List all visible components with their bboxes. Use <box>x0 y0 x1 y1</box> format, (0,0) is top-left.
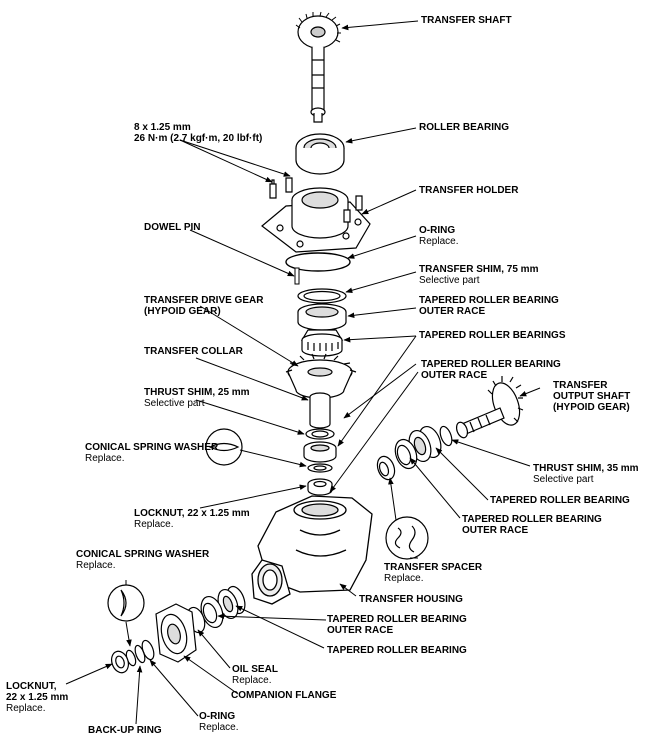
label-tapered-roller-bearing-right: TAPERED ROLLER BEARING <box>490 495 630 506</box>
label-transfer-spacer: TRANSFER SPACER Replace. <box>384 562 483 584</box>
conical-washer-detail-top <box>205 428 243 466</box>
label-locknut-bottom: LOCKNUT, 22 x 1.25 mm Replace. <box>6 681 69 714</box>
thrust-shim-35-part <box>439 425 453 447</box>
drive-gear-part <box>285 353 357 399</box>
outer-race-4-part <box>200 595 224 629</box>
o-ring-top-part <box>285 252 351 272</box>
tapered-roller-bearing-1-part <box>300 329 344 357</box>
label-transfer-shaft: TRANSFER SHAFT <box>421 15 512 26</box>
label-dowel-pin: DOWEL PIN <box>144 222 201 233</box>
label-outer-race-2: TAPERED ROLLER BEARING OUTER RACE <box>421 359 561 381</box>
label-outer-race-4: TAPERED ROLLER BEARING OUTER RACE <box>327 614 467 636</box>
label-conical-washer-top: CONICAL SPRING WASHER Replace. <box>85 442 219 464</box>
output-shaft-part <box>455 376 524 439</box>
label-transfer-shim: TRANSFER SHIM, 75 mm Selective part <box>419 264 539 286</box>
label-bolt-spec: 8 x 1.25 mm 26 N·m (2.7 kgf·m, 20 lbf·ft… <box>134 122 263 144</box>
label-conical-washer-bottom: CONICAL SPRING WASHER Replace. <box>76 549 210 571</box>
label-o-ring-top: O-RING Replace. <box>419 225 459 247</box>
backup-ring-part <box>134 644 146 664</box>
roller-bearing-part <box>295 133 345 175</box>
transfer-collar-part <box>309 392 331 429</box>
label-oil-seal: OIL SEAL Replace. <box>232 664 278 686</box>
transfer-shaft-part <box>295 11 341 123</box>
companion-flange-part <box>155 603 197 663</box>
dowel-pin-part <box>294 267 300 285</box>
label-roller-bearing: ROLLER BEARING <box>419 122 509 133</box>
transfer-holder-part <box>261 177 371 253</box>
label-locknut-top: LOCKNUT, 22 x 1.25 mm Replace. <box>134 508 250 530</box>
label-tapered-roller-bearing-bottom: TAPERED ROLLER BEARING <box>327 645 467 656</box>
conical-washer-detail-bottom <box>107 584 145 622</box>
label-transfer-housing: TRANSFER HOUSING <box>359 594 463 605</box>
conical-washer-top-part <box>307 463 333 473</box>
label-transfer-holder: TRANSFER HOLDER <box>419 185 519 196</box>
label-backup-ring: BACK-UP RING <box>88 725 162 736</box>
thrust-shim-25-part <box>305 428 335 440</box>
label-drive-gear: TRANSFER DRIVE GEAR (HYPOID GEAR) <box>144 295 264 317</box>
label-companion-flange: COMPANION FLANGE <box>231 690 337 701</box>
outer-race-1-part <box>297 303 347 331</box>
locknut-top-part <box>307 478 333 496</box>
label-output-shaft: TRANSFER OUTPUT SHAFT (HYPOID GEAR) <box>553 380 631 413</box>
label-outer-race-3: TAPERED ROLLER BEARING OUTER RACE <box>462 514 602 536</box>
label-thrust-shim-25: THRUST SHIM, 25 mm Selective part <box>144 387 250 409</box>
label-o-ring-bottom: O-RING Replace. <box>199 711 239 733</box>
transfer-spacer-detail <box>385 516 429 560</box>
label-transfer-collar: TRANSFER COLLAR <box>144 346 243 357</box>
tapered-roller-bearing-bottom-part <box>217 585 246 620</box>
label-thrust-shim-35: THRUST SHIM, 35 mm Selective part <box>533 463 639 485</box>
transfer-housing-part <box>251 495 373 605</box>
leader-lines <box>65 20 541 725</box>
tapered-roller-bearing-2-part <box>303 441 337 463</box>
tapered-roller-bearing-right-part <box>408 425 442 463</box>
label-tapered-roller-bearings: TAPERED ROLLER BEARINGS <box>419 330 566 341</box>
label-outer-race-1: TAPERED ROLLER BEARING OUTER RACE <box>419 295 559 317</box>
transfer-shim-part <box>297 288 347 304</box>
locknut-bottom-part <box>110 650 130 674</box>
transfer-spacer-part <box>376 455 396 481</box>
